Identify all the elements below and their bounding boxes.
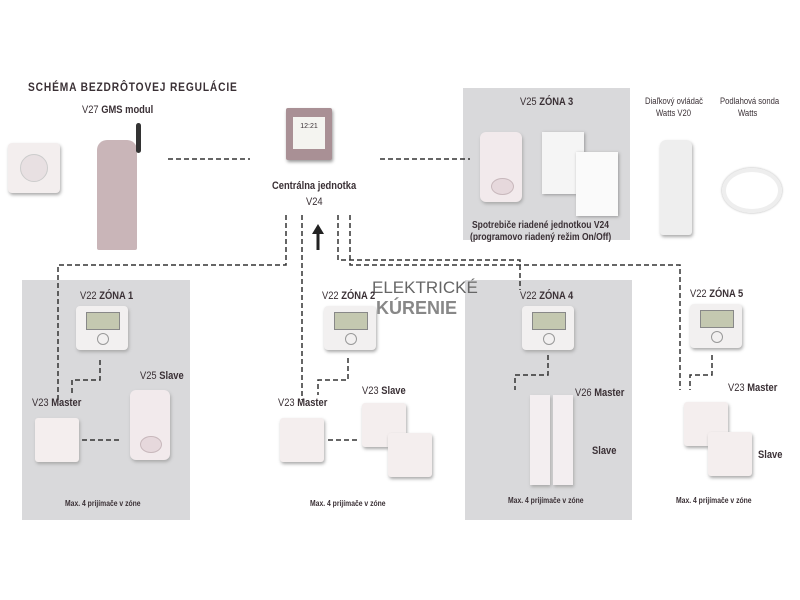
master-model: V23 — [278, 397, 295, 409]
zone-4-master-label: V26 Master — [575, 387, 624, 399]
slave-text: Slave — [758, 449, 783, 461]
zone-2-slave-receiver-2 — [388, 433, 432, 477]
gms-name: GMS modul — [101, 104, 154, 116]
zone-1-name: ZÓNA 1 — [99, 290, 134, 302]
zone-4-model: V22 — [520, 290, 537, 302]
zone-5-slave-receiver — [708, 432, 752, 476]
zone-5-slave-label: Slave — [758, 449, 782, 461]
zone-5-thermostat — [690, 304, 742, 348]
zone-3-caption-2: (programovo riadený režim On/Off) — [470, 232, 612, 243]
probe-label-2: Watts — [738, 108, 758, 118]
zone-5-model: V22 — [690, 288, 707, 300]
master-model: V23 — [32, 397, 49, 409]
zone-4-note: Max. 4 prijímače v zóne — [508, 496, 584, 505]
watermark-line-2: KÚRENIE — [376, 298, 458, 318]
master-model: V26 — [575, 387, 592, 399]
watermark-line-1: ELEKTRICKÉ — [372, 278, 478, 297]
dryer-image — [576, 152, 618, 216]
master-model: V23 — [728, 382, 745, 394]
zone-5-label: V22 ZÓNA 5 — [690, 288, 743, 300]
central-clock: 12:21 — [293, 117, 325, 149]
gms-module-image — [97, 140, 137, 250]
zone-2-name: ZÓNA 2 — [341, 290, 376, 302]
remote-control-image — [660, 140, 692, 235]
zone-5-name: ZÓNA 5 — [709, 288, 744, 300]
zone-2-slave-label: V23 Slave — [362, 385, 406, 397]
zone-4-thermostat — [522, 306, 574, 350]
slave-text: Slave — [159, 370, 184, 382]
zone-1-label: V22 ZÓNA 1 — [80, 290, 133, 302]
zone-1-master-receiver — [35, 418, 79, 462]
zone-4-master-actuator — [530, 395, 550, 485]
slave-model: V23 — [362, 385, 379, 397]
zone-4-name: ZÓNA 4 — [539, 290, 574, 302]
zone-1-slave-label: V25 Slave — [140, 370, 184, 382]
zone-2-thermostat — [324, 306, 376, 350]
floor-probe-image — [722, 168, 782, 213]
diagram-title: SCHÉMA BEZDRÔTOVEJ REGULÁCIE — [28, 80, 238, 94]
zone-2-master-label: V23 Master — [278, 397, 327, 409]
central-name: Centrálna jednotka — [272, 180, 357, 192]
gms-model: V27 — [82, 104, 99, 116]
central-model: V24 — [306, 196, 323, 208]
gms-label: V27 GMS modul — [82, 104, 153, 116]
zone-2-label: V22 ZÓNA 2 — [322, 290, 375, 302]
zone-3-model: V25 — [520, 96, 537, 108]
zone-3-caption-1: Spotrebiče riadené jednotkou V24 — [472, 220, 609, 231]
zone-3-name: ZÓNA 3 — [539, 96, 574, 108]
master-text: Master — [297, 397, 328, 409]
probe-label-1: Podlahová sonda — [720, 96, 780, 106]
zone-5-master-label: V23 Master — [728, 382, 777, 394]
zone-2-note: Max. 4 prijímače v zóne — [310, 499, 386, 508]
slave-text: Slave — [592, 445, 617, 457]
zone-3-plug-image — [480, 132, 522, 202]
zone-1-thermostat — [76, 306, 128, 350]
master-text: Master — [594, 387, 625, 399]
slave-model: V25 — [140, 370, 157, 382]
zone-1-note: Max. 4 prijímače v zóne — [65, 499, 141, 508]
zone-1-master-label: V23 Master — [32, 397, 81, 409]
zone-1-slave-plug — [130, 390, 170, 460]
zone-3-label: V25 ZÓNA 3 — [520, 96, 573, 108]
remote-label-2: Watts V20 — [656, 108, 692, 118]
watermark-logo: ELEKTRICKÉ KÚRENIE — [372, 278, 478, 319]
remote-label-1: Diaľkový ovládač — [645, 96, 703, 106]
zone-5-note: Max. 4 prijímače v zóne — [676, 496, 752, 505]
slave-text: Slave — [381, 385, 406, 397]
zone-2-model: V22 — [322, 290, 339, 302]
zone-4-label: V22 ZÓNA 4 — [520, 290, 573, 302]
antenna-icon — [136, 123, 141, 153]
zone-1-model: V22 — [80, 290, 97, 302]
central-unit-image: 12:21 — [286, 108, 332, 160]
zone-4-slave-label: Slave — [592, 445, 616, 457]
master-text: Master — [747, 382, 778, 394]
zone-2-master-receiver — [280, 418, 324, 462]
wall-socket-image — [8, 143, 60, 193]
zone-4-slave-actuator — [553, 395, 573, 485]
master-text: Master — [51, 397, 82, 409]
